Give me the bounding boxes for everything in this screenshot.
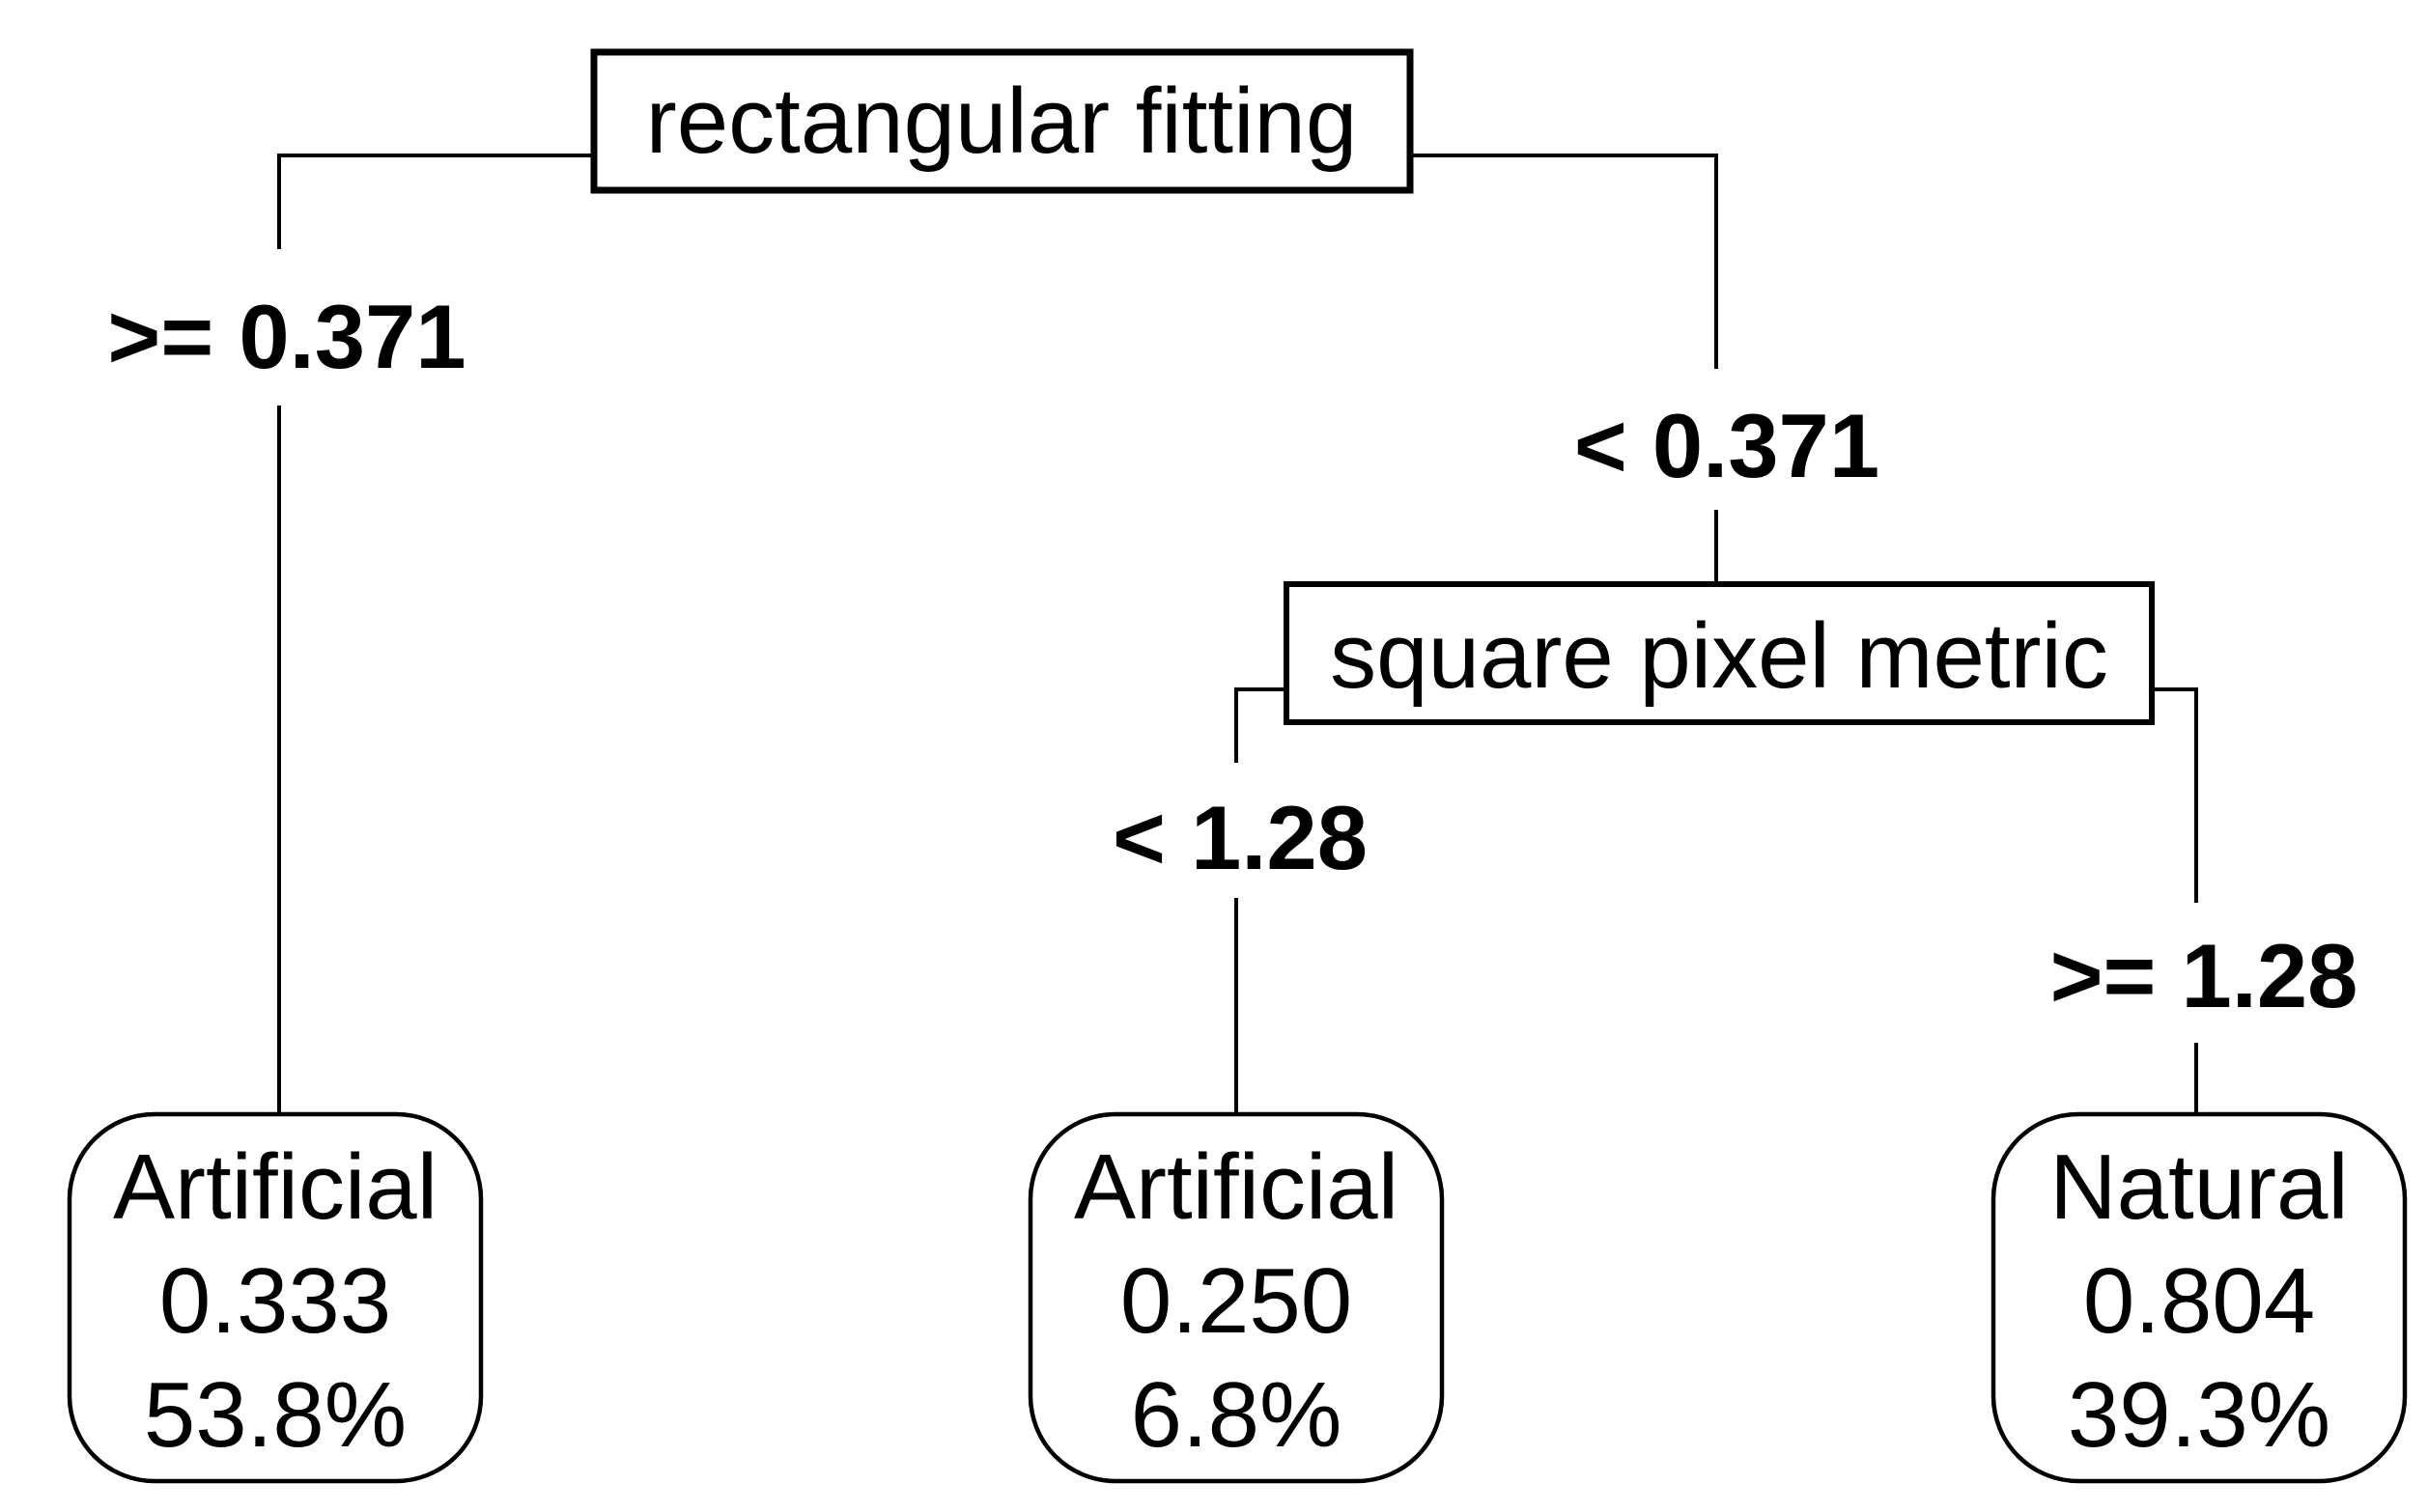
connector-root-left-upper	[277, 154, 594, 249]
internal-node-label: square pixel metric	[1330, 604, 2108, 708]
connector-internal-left-upper	[1234, 687, 1286, 763]
root-node: rectangular fitting	[590, 48, 1414, 194]
leaf-node-right: Natural 0.804 39.3%	[1990, 1111, 2408, 1484]
leaf-right-coverage: 39.3%	[2068, 1363, 2330, 1467]
leaf-node-right-box	[1990, 1111, 2408, 1484]
connectors	[277, 154, 2198, 1114]
edge-label-root-right: < 0.371	[1574, 395, 1879, 496]
internal-node: square pixel metric	[1284, 581, 2155, 725]
leaf-left-probability: 0.333	[159, 1249, 391, 1353]
leaf-left-class: Artificial	[113, 1135, 438, 1239]
leaf-middle-probability: 0.250	[1120, 1249, 1352, 1353]
edge-label-internal-left: < 1.28	[1113, 787, 1368, 888]
leaf-node-left-box	[67, 1111, 484, 1484]
leaf-right-class: Natural	[2049, 1135, 2348, 1239]
leaf-node-middle: Artificial 0.250 6.8%	[1028, 1111, 1445, 1484]
root-node-box	[590, 48, 1414, 194]
root-node-label: rectangular fitting	[646, 70, 1357, 173]
edge-label-root-left: >= 0.371	[107, 286, 466, 387]
leaf-middle-coverage: 6.8%	[1131, 1363, 1342, 1467]
leaf-node-left: Artificial 0.333 53.8%	[67, 1111, 484, 1484]
edge-labels: >= 0.371 < 0.371 < 1.28 >= 1.28	[107, 286, 2357, 1026]
edge-label-internal-right: >= 1.28	[2050, 925, 2358, 1026]
internal-node-box	[1284, 581, 2155, 725]
connector-internal-right-upper	[2152, 687, 2198, 903]
leaf-node-middle-box	[1028, 1111, 1445, 1484]
leaf-left-coverage: 53.8%	[144, 1363, 407, 1467]
leaf-right-probability: 0.804	[2083, 1249, 2315, 1353]
leaf-middle-class: Artificial	[1074, 1135, 1398, 1239]
connector-root-right-upper	[1410, 154, 1718, 369]
